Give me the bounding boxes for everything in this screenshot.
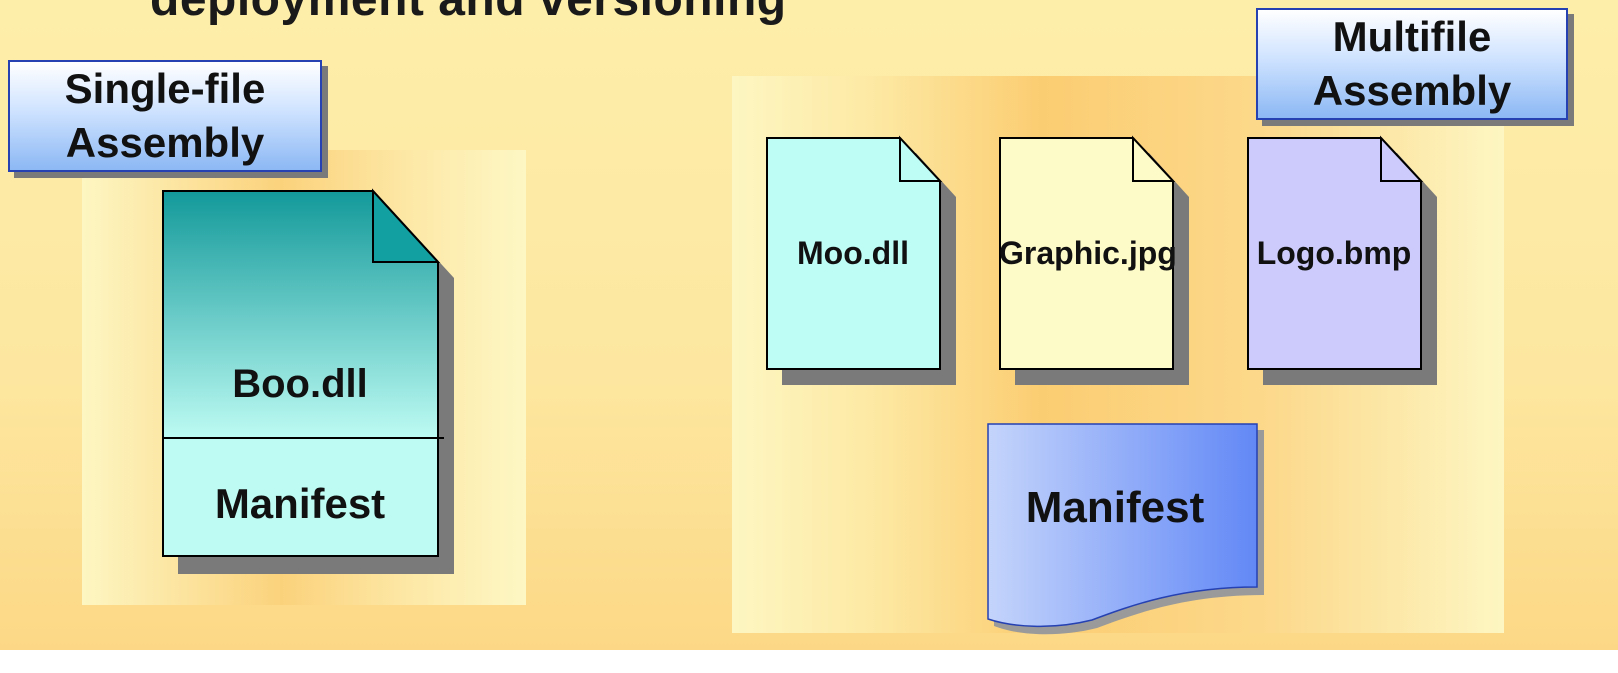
single-file-assembly-label: Single-file Assembly bbox=[8, 60, 322, 172]
graphic-jpg-label: Graphic.jpg bbox=[999, 235, 1177, 271]
graphic-jpg-document-shape bbox=[999, 135, 1189, 385]
slide-title: deployment and versioning bbox=[150, 0, 787, 27]
moo-dll-document-shape bbox=[766, 135, 956, 385]
logo-bmp-document-shape bbox=[1247, 135, 1437, 385]
label-line-1: Single-file bbox=[64, 65, 266, 112]
multifile-manifest-label: Manifest bbox=[1025, 483, 1205, 532]
boo-dll-label: Boo.dll bbox=[232, 362, 368, 406]
label-line-2: Assembly bbox=[1312, 67, 1512, 114]
graphic-jpg-document: Graphic.jpg bbox=[999, 135, 1191, 387]
multifile-manifest-document: Manifest bbox=[987, 423, 1267, 638]
manifest-document-shape bbox=[987, 423, 1264, 635]
label-line-2: Assembly bbox=[65, 119, 265, 166]
moo-dll-label: Moo.dll bbox=[797, 235, 909, 271]
moo-dll-document: Moo.dll bbox=[766, 135, 958, 387]
logo-bmp-document: Logo.bmp bbox=[1247, 135, 1439, 387]
single-manifest-label: Manifest bbox=[214, 480, 386, 527]
logo-bmp-label: Logo.bmp bbox=[1256, 235, 1412, 271]
boo-dll-document: Boo.dll Manifest bbox=[162, 188, 462, 580]
boo-dll-document-shape bbox=[162, 188, 454, 574]
label-line-1: Multifile bbox=[1332, 13, 1492, 60]
bottom-strip bbox=[0, 650, 1618, 673]
multifile-assembly-label: Multifile Assembly bbox=[1256, 8, 1568, 120]
